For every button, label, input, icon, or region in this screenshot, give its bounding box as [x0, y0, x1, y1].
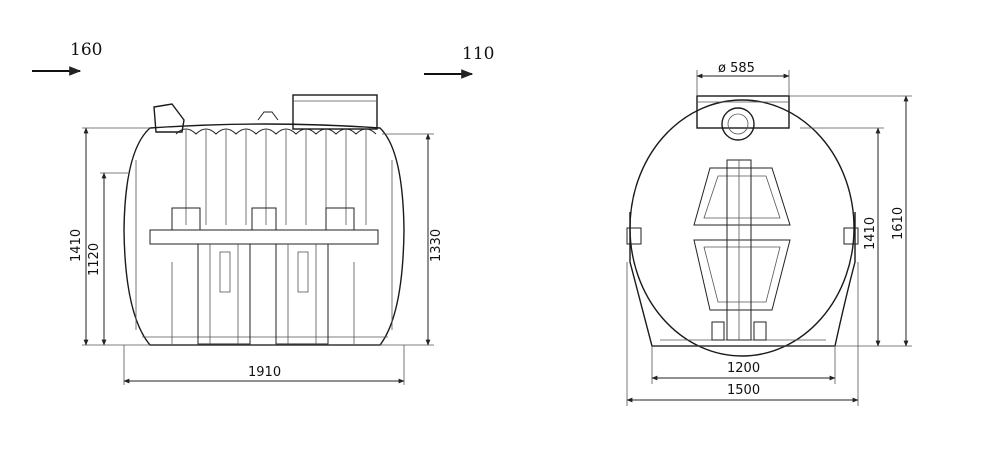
side-neck	[292, 94, 378, 130]
outlet-label: 110	[462, 44, 494, 64]
dim-end-height-body: 1410	[863, 217, 878, 250]
dim-side-length: 1910	[248, 365, 281, 380]
end-lower-panel	[693, 239, 791, 311]
end-tank-skirt	[629, 212, 856, 347]
inlet-indicator: 160	[32, 40, 102, 76]
dim-side-height-overall: 1410	[69, 229, 84, 262]
side-view: 1410 1120 1330 1910	[69, 94, 444, 385]
outlet-indicator: 110	[424, 44, 494, 79]
dim-end-width-inner: 1200	[727, 361, 760, 376]
side-tank-body	[123, 123, 405, 346]
dim-end-neck-diameter: ø 585	[718, 61, 755, 76]
end-tank-body	[629, 99, 855, 357]
end-pipe	[721, 107, 755, 141]
end-neck	[696, 95, 790, 129]
side-corrugation	[175, 128, 377, 135]
dim-side-height-pipe: 1120	[87, 243, 102, 276]
end-upper-panel	[693, 167, 791, 226]
dim-end-width-outer: 1500	[727, 383, 760, 398]
dim-side-height-outlet: 1330	[429, 229, 444, 262]
end-view: ø 585 1410 1610 1200 1500	[626, 61, 912, 406]
inlet-label: 160	[70, 40, 102, 60]
dim-end-height-total: 1610	[891, 207, 906, 240]
